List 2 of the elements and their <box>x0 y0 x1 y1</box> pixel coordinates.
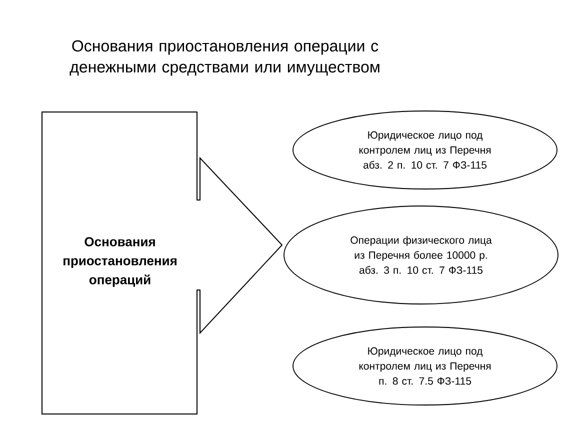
title: Основания приостановления операции с денежными средствами или имуществом <box>70 40 380 76</box>
arrow-box: Основания приостановления операций <box>42 112 283 414</box>
